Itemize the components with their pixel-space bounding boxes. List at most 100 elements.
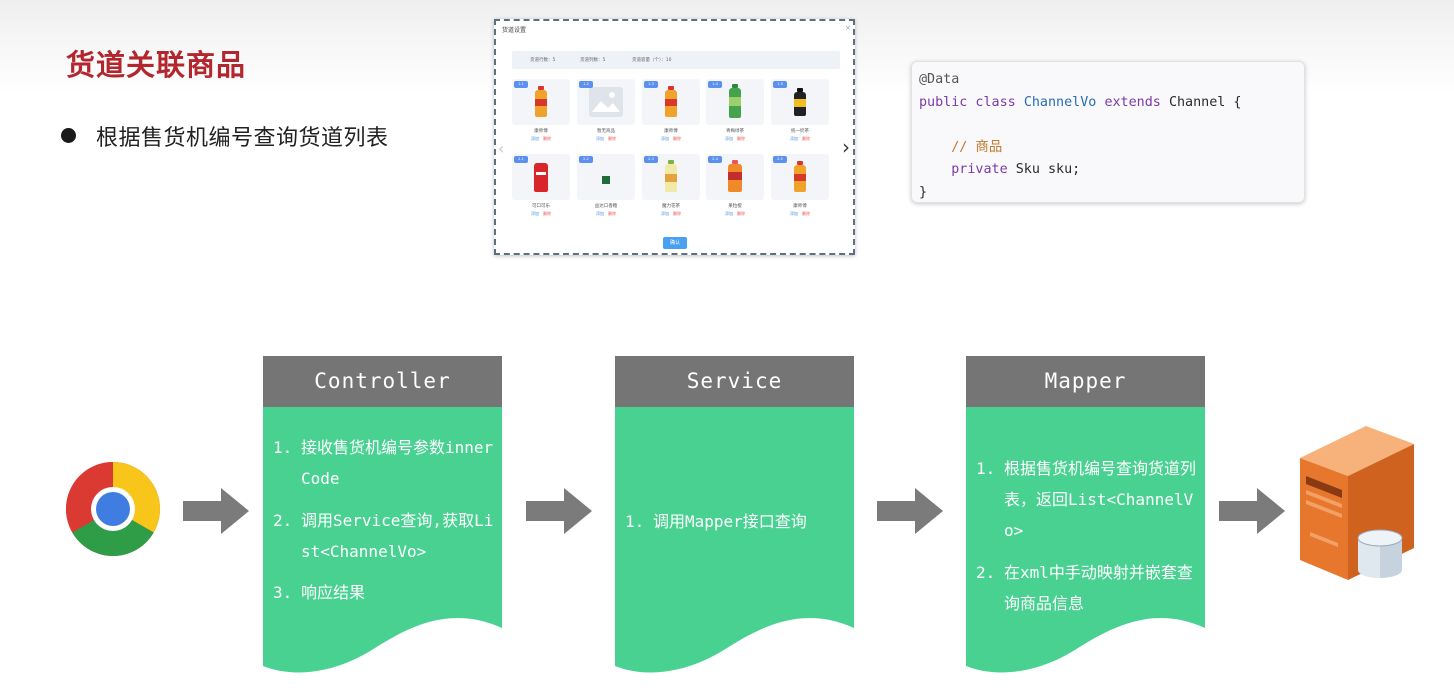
slot-name: 可口可乐 bbox=[532, 204, 550, 209]
right-arrow-icon bbox=[1219, 488, 1285, 534]
slot-add-link[interactable]: 添加 bbox=[596, 211, 604, 216]
slot-delete-link[interactable]: 删除 bbox=[737, 136, 745, 141]
slot-item: 2-3 魔力花茶添加删除 bbox=[642, 154, 700, 224]
slot-name: 果粒橙 bbox=[728, 204, 742, 209]
chrome-browser-icon bbox=[65, 461, 161, 557]
slot-add-link[interactable]: 添加 bbox=[725, 211, 733, 216]
slot-delete-link[interactable]: 删除 bbox=[543, 136, 551, 141]
slot-item: 1-5 统一奶茶添加删除 bbox=[771, 79, 829, 149]
stat-rows: 货道行数：5 bbox=[530, 58, 556, 63]
slot-card: 1-1 bbox=[512, 79, 570, 125]
slot-card: 2-2 bbox=[577, 154, 635, 200]
slot-badge: 1-3 bbox=[644, 81, 658, 88]
juice-bottle-icon bbox=[706, 154, 764, 200]
slot-name: 康师傅 bbox=[793, 204, 807, 209]
slot-item: 1-4 青梅绿茶添加删除 bbox=[706, 79, 764, 149]
slot-actions: 添加删除 bbox=[706, 136, 764, 142]
slot-actions: 添加删除 bbox=[771, 211, 829, 217]
slot-delete-link[interactable]: 删除 bbox=[608, 211, 616, 216]
slot-name: 统一奶茶 bbox=[791, 129, 809, 134]
code-line: private Sku sku; bbox=[919, 159, 1242, 182]
slot-name: 魔力花茶 bbox=[662, 204, 680, 209]
tea-bottle-icon bbox=[512, 79, 570, 125]
green-tea-bottle-icon bbox=[706, 79, 764, 125]
stat-cols: 货道列数：5 bbox=[580, 58, 606, 63]
slot-delete-link[interactable]: 删除 bbox=[802, 136, 810, 141]
code-line bbox=[919, 114, 1242, 137]
mapper-box: Mapper 1. 根据售货机编号查询货道列表，返回List<ChannelVo… bbox=[966, 356, 1205, 686]
chevron-right-icon[interactable]: › bbox=[842, 135, 850, 159]
code-token: ChannelVo bbox=[1023, 94, 1105, 110]
slot-add-link[interactable]: 添加 bbox=[661, 136, 669, 141]
slot-badge: 2-5 bbox=[773, 156, 787, 163]
code-token: Channel { bbox=[1168, 94, 1242, 110]
slot-card: 1-2 bbox=[577, 79, 635, 125]
gum-pack-icon bbox=[577, 154, 635, 200]
tea-bottle-icon bbox=[642, 79, 700, 125]
controller-header: Controller bbox=[263, 356, 502, 407]
slot-item: 2-2 益达口香糖添加删除 bbox=[577, 154, 635, 224]
slot-badge: 2-4 bbox=[708, 156, 722, 163]
code-line: // 商品 bbox=[919, 137, 1242, 160]
code-line: @Data bbox=[919, 69, 1242, 92]
slot-actions: 添加删除 bbox=[771, 136, 829, 142]
code-line: public class ChannelVo extends Channel { bbox=[919, 92, 1242, 115]
slot-item: 2-4 果粒橙添加删除 bbox=[706, 154, 764, 224]
slot-badge: 1-5 bbox=[773, 81, 787, 88]
slot-badge: 1-4 bbox=[708, 81, 722, 88]
slot-card: 1-3 bbox=[642, 79, 700, 125]
close-icon[interactable]: × bbox=[845, 24, 851, 32]
mapper-header: Mapper bbox=[966, 356, 1205, 407]
slot-name: 益达口香糖 bbox=[594, 204, 618, 209]
code-line: } bbox=[919, 182, 1242, 205]
slot-add-link[interactable]: 添加 bbox=[790, 211, 798, 216]
confirm-button[interactable]: 确认 bbox=[663, 237, 687, 249]
slot-delete-link[interactable]: 删除 bbox=[673, 211, 681, 216]
code-token: // 商品 bbox=[919, 139, 1003, 155]
right-arrow-icon bbox=[526, 488, 592, 534]
slot-card: 1-4 bbox=[706, 79, 764, 125]
slot-badge: 2-3 bbox=[644, 156, 658, 163]
slot-add-link[interactable]: 添加 bbox=[790, 136, 798, 141]
slot-add-link[interactable]: 添加 bbox=[531, 211, 539, 216]
slot-add-link[interactable]: 添加 bbox=[531, 136, 539, 141]
code-token: public class bbox=[919, 94, 1024, 110]
slot-delete-link[interactable]: 删除 bbox=[673, 136, 681, 141]
bullet-text: 根据售货机编号查询货道列表 bbox=[96, 126, 389, 151]
slot-actions: 添加删除 bbox=[577, 211, 635, 217]
right-arrow-icon bbox=[183, 488, 249, 534]
slot-actions: 添加删除 bbox=[577, 136, 635, 142]
slot-add-link[interactable]: 添加 bbox=[596, 136, 604, 141]
slot-delete-link[interactable]: 删除 bbox=[802, 211, 810, 216]
slot-delete-link[interactable]: 删除 bbox=[543, 211, 551, 216]
slot-add-link[interactable]: 添加 bbox=[725, 136, 733, 141]
milk-tea-bottle-icon bbox=[771, 79, 829, 125]
controller-step-2: 2. 调用Service查询,获取List<ChannelVo> bbox=[273, 511, 494, 561]
slot-actions: 添加删除 bbox=[642, 136, 700, 142]
slot-name: 青梅绿茶 bbox=[726, 129, 744, 134]
dialog-title: 货道设置 bbox=[502, 27, 527, 34]
slot-name: 康师傅 bbox=[534, 129, 548, 134]
slot-add-link[interactable]: 添加 bbox=[661, 211, 669, 216]
dialog-stats-bar: 货道行数：5 货道列数：5 货道容量（个）：10 bbox=[512, 51, 840, 69]
slot-card: 1-5 bbox=[771, 79, 829, 125]
slot-actions: 添加删除 bbox=[512, 136, 570, 142]
slot-item: 2-5 康师傅添加删除 bbox=[771, 154, 829, 224]
code-token: private bbox=[951, 162, 1016, 178]
slot-badge: 2-2 bbox=[579, 156, 593, 163]
slot-delete-link[interactable]: 删除 bbox=[608, 136, 616, 141]
image-placeholder-icon bbox=[577, 79, 635, 125]
chevron-left-icon[interactable]: ‹ bbox=[498, 139, 505, 158]
tea-bottle-icon bbox=[771, 154, 829, 200]
service-step-1: 1. 调用Mapper接口查询 bbox=[625, 512, 807, 531]
slot-delete-link[interactable]: 删除 bbox=[737, 211, 745, 216]
slot-item: 1-1 康师傅添加删除 bbox=[512, 79, 570, 149]
slot-actions: 添加删除 bbox=[512, 211, 570, 217]
slot-actions: 添加删除 bbox=[642, 211, 700, 217]
slot-card: 2-3 bbox=[642, 154, 700, 200]
